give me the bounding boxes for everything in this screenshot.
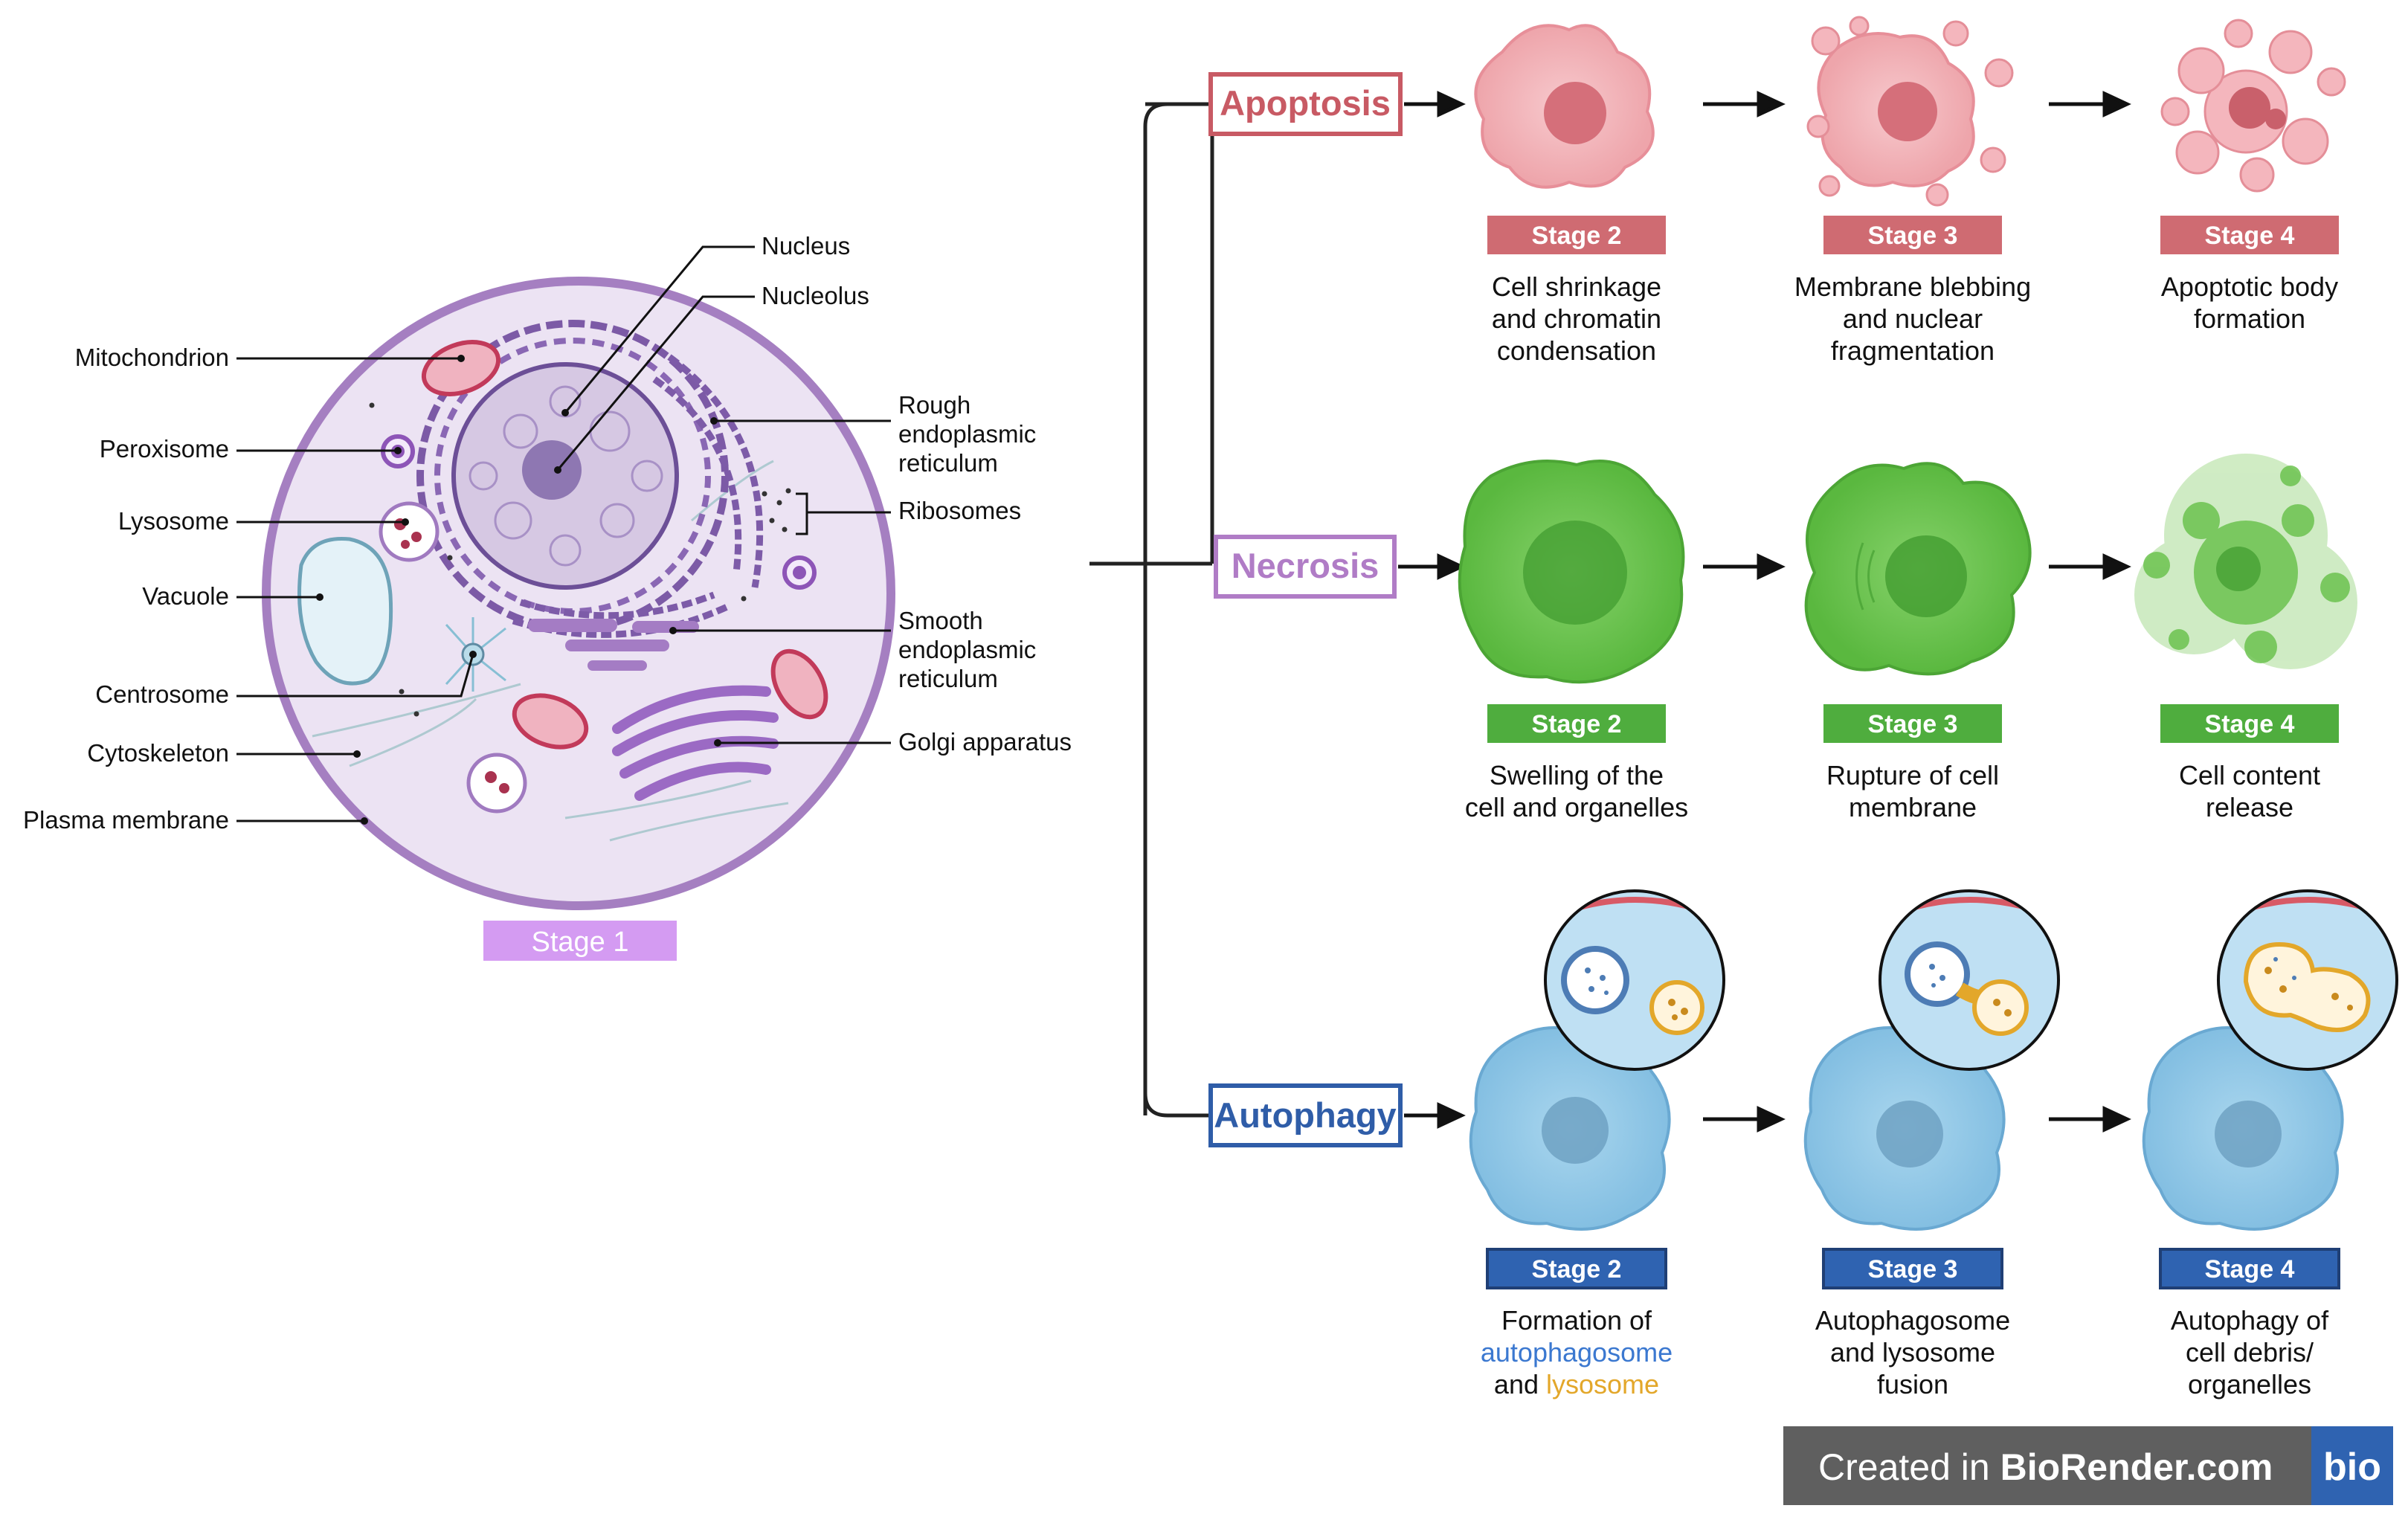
stage1-badge bbox=[483, 921, 677, 961]
svg-text:Stage 4: Stage 4 bbox=[2205, 1255, 2295, 1284]
autophagy-stage4-block: Stage 4 Autophagy of cell debris/ organe… bbox=[2159, 1248, 2340, 1400]
svg-text:fragmentation: fragmentation bbox=[1831, 335, 1995, 366]
autophagy-stage3-block: Stage 3 Autophagosome and lysosome fusio… bbox=[1815, 1248, 2010, 1400]
label-rough-er-3: reticulum bbox=[898, 449, 998, 477]
svg-text:release: release bbox=[2206, 792, 2293, 822]
apoptosis-stage2-cell bbox=[1474, 24, 1655, 189]
lysosomes bbox=[379, 501, 527, 814]
svg-text:and lysosome: and lysosome bbox=[1830, 1337, 1995, 1368]
svg-text:Autophagy of: Autophagy of bbox=[2171, 1305, 2329, 1336]
svg-text:organelles: organelles bbox=[2188, 1369, 2311, 1400]
svg-text:Stage 3: Stage 3 bbox=[1868, 710, 1958, 738]
svg-text:condensation: condensation bbox=[1497, 335, 1656, 366]
label-ribosomes: Ribosomes bbox=[898, 497, 1021, 524]
svg-text:cell debris/: cell debris/ bbox=[2186, 1337, 2314, 1368]
autophagy-zoom-stage2 bbox=[1544, 889, 1725, 1071]
svg-text:Stage 4: Stage 4 bbox=[2205, 222, 2295, 250]
flow-arrows bbox=[1398, 91, 2131, 1133]
svg-text:Swelling of the: Swelling of the bbox=[1490, 760, 1664, 790]
svg-text:Stage 4: Stage 4 bbox=[2205, 710, 2295, 738]
biorender-logo bbox=[2311, 1426, 2393, 1505]
heading-apoptosis: Apoptosis bbox=[1208, 72, 1403, 136]
cell-labels-left: Mitochondrion Peroxisome Lysosome Vacuol… bbox=[23, 344, 477, 834]
golgi-apparatus bbox=[612, 685, 779, 801]
svg-text:Necrosis: Necrosis bbox=[1232, 546, 1380, 585]
svg-text:membrane: membrane bbox=[1849, 792, 1977, 822]
rough-er bbox=[512, 354, 764, 638]
svg-text:Stage 2: Stage 2 bbox=[1532, 710, 1622, 738]
svg-text:Rupture of cell: Rupture of cell bbox=[1826, 760, 1999, 790]
cell-labels-top: Nucleus Nucleolus bbox=[554, 232, 869, 474]
label-golgi: Golgi apparatus bbox=[898, 728, 1072, 756]
label-nucleolus: Nucleolus bbox=[762, 282, 869, 309]
necrosis-stage3-cell bbox=[1804, 462, 2032, 676]
label-smooth-er-3: reticulum bbox=[898, 665, 998, 692]
autophagy-stage3-cell bbox=[1803, 1026, 2006, 1231]
label-peroxisome: Peroxisome bbox=[100, 435, 229, 463]
apoptosis-stage4-block: Stage 4 Apoptotic body formation bbox=[2160, 216, 2339, 334]
label-mitochondrion: Mitochondrion bbox=[75, 344, 229, 371]
free-ribosomes bbox=[369, 402, 791, 717]
apoptosis-stage2-block: Stage 2 Cell shrinkage and chromatin con… bbox=[1487, 216, 1666, 366]
biorender-logo-text: bio bbox=[2323, 1446, 2381, 1489]
apoptosis-stage4-cell bbox=[2160, 19, 2346, 193]
mitochondria bbox=[421, 340, 828, 750]
svg-text:Stage 3: Stage 3 bbox=[1868, 222, 1958, 250]
branch-connector bbox=[1089, 102, 1235, 1118]
eukaryotic-cell bbox=[262, 277, 895, 910]
label-smooth-er-1: Smooth bbox=[898, 607, 983, 634]
label-rough-er-2: endoplasmic bbox=[898, 420, 1036, 448]
heading-necrosis: Necrosis bbox=[1214, 535, 1397, 599]
label-smooth-er-2: endoplasmic bbox=[898, 636, 1036, 663]
svg-text:Apoptotic body: Apoptotic body bbox=[2161, 271, 2338, 302]
autophagy-stage2-cell bbox=[1469, 1026, 1671, 1231]
label-rough-er-1: Rough bbox=[898, 391, 970, 419]
necrosis-stage2-block: Stage 2 Swelling of the cell and organel… bbox=[1465, 704, 1688, 822]
label-plasma-membrane: Plasma membrane bbox=[23, 806, 229, 834]
apoptosis-stage3-cell bbox=[1806, 16, 2014, 207]
svg-text:Created in BioRender.com: Created in BioRender.com bbox=[1818, 1446, 2273, 1488]
smooth-er bbox=[528, 619, 699, 671]
svg-text:Autophagy: Autophagy bbox=[1214, 1095, 1396, 1135]
svg-text:Stage 2: Stage 2 bbox=[1532, 1255, 1622, 1284]
necrosis-stage4-cell bbox=[2134, 454, 2357, 669]
svg-text:Apoptosis: Apoptosis bbox=[1220, 83, 1391, 123]
necrosis-stage2-cell bbox=[1458, 460, 1685, 684]
label-nucleus: Nucleus bbox=[762, 232, 850, 260]
svg-text:and nuclear: and nuclear bbox=[1843, 303, 1983, 334]
svg-text:Stage 2: Stage 2 bbox=[1532, 222, 1622, 250]
autophagy-zoom-stage4 bbox=[2217, 889, 2398, 1071]
biorender-watermark[interactable]: Created in BioRender.com bio bbox=[1783, 1426, 2393, 1505]
svg-text:and lysosome: and lysosome bbox=[1494, 1369, 1659, 1400]
autophagy-zoom-stage3 bbox=[1879, 889, 2060, 1071]
stage1-label: Stage 1 bbox=[532, 927, 629, 958]
cytoskeleton-filaments bbox=[312, 460, 789, 842]
svg-text:fusion: fusion bbox=[1877, 1369, 1948, 1400]
svg-text:Membrane blebbing: Membrane blebbing bbox=[1794, 271, 2031, 302]
necrosis-stage3-block: Stage 3 Rupture of cell membrane bbox=[1823, 704, 2002, 822]
nucleus bbox=[416, 320, 729, 632]
svg-text:and chromatin: and chromatin bbox=[1492, 303, 1661, 334]
svg-text:Formation of: Formation of bbox=[1501, 1305, 1652, 1336]
label-lysosome: Lysosome bbox=[118, 507, 229, 535]
svg-text:Stage 3: Stage 3 bbox=[1868, 1255, 1958, 1284]
apoptosis-stage3-block: Stage 3 Membrane blebbing and nuclear fr… bbox=[1794, 216, 2031, 366]
label-cytoskeleton: Cytoskeleton bbox=[87, 739, 229, 767]
vacuole bbox=[297, 536, 393, 686]
heading-autophagy: Autophagy bbox=[1208, 1083, 1403, 1147]
svg-text:cell and organelles: cell and organelles bbox=[1465, 792, 1688, 822]
label-vacuole: Vacuole bbox=[142, 582, 229, 610]
label-centrosome: Centrosome bbox=[95, 680, 229, 708]
nucleolus bbox=[522, 440, 582, 500]
svg-text:Cell shrinkage: Cell shrinkage bbox=[1492, 271, 1661, 302]
svg-text:Autophagosome: Autophagosome bbox=[1815, 1305, 2010, 1336]
svg-text:autophagosome: autophagosome bbox=[1481, 1337, 1673, 1368]
svg-text:formation: formation bbox=[2194, 303, 2305, 334]
svg-text:Cell content: Cell content bbox=[2179, 760, 2320, 790]
cell-labels-right: Rough endoplasmic reticulum Ribosomes Sm… bbox=[669, 391, 1072, 756]
autophagy-stage2-block: Stage 2 Formation of autophagosome and l… bbox=[1481, 1248, 1673, 1400]
necrosis-stage4-block: Stage 4 Cell content release bbox=[2160, 704, 2339, 822]
